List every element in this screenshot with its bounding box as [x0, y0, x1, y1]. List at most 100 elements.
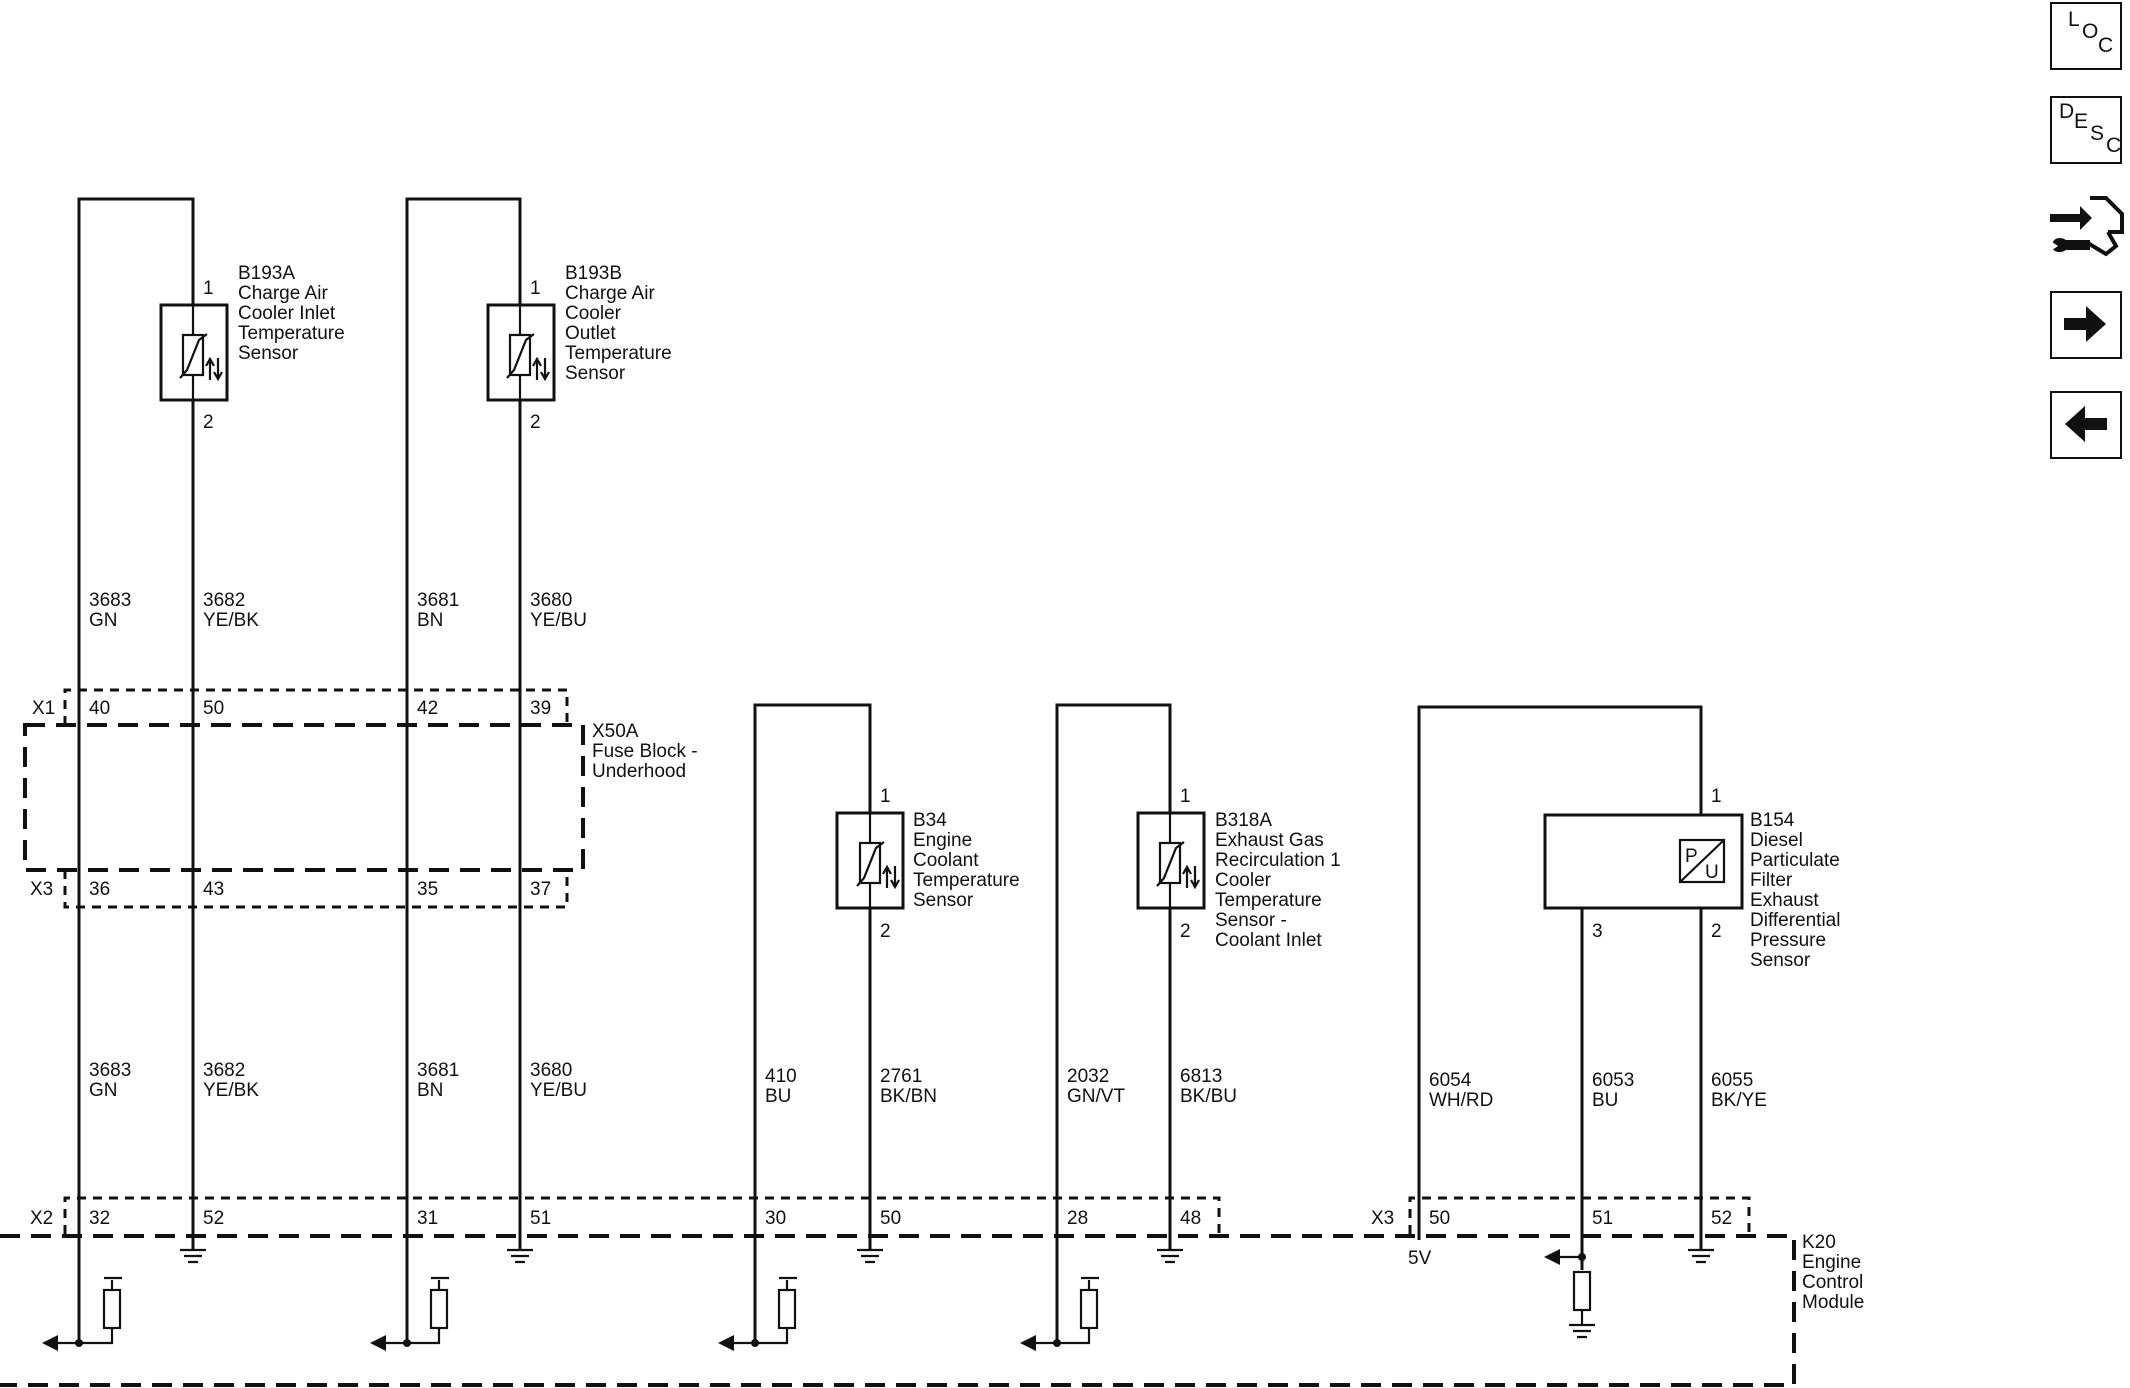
x3-pin: 36 — [89, 879, 110, 900]
b154-pin-1: 1 — [1711, 786, 1722, 807]
wire-labels-lower: 3683 GN 3682 YE/BK 3681 BN 3680 YE/BU 41… — [89, 1060, 1767, 1111]
wire-circuit: 6053 — [1592, 1070, 1634, 1091]
b193b-pin-2: 2 — [530, 412, 541, 433]
x50a-label: X50A Fuse Block - Underhood — [592, 721, 698, 782]
b193b-label: B193B Charge Air Cooler Outlet Temperatu… — [530, 263, 672, 433]
b193a-line-1: Charge Air — [238, 283, 328, 304]
x50a-fuse-block-outline — [23, 723, 585, 872]
desc-letter: E — [2074, 110, 2089, 133]
desc-letter: S — [2090, 122, 2105, 145]
connector-wrench-icon — [2050, 196, 2124, 257]
wire-circuit: 3680 — [530, 1060, 572, 1081]
b318a-pin-2: 2 — [1180, 921, 1191, 942]
ground-symbols — [180, 1248, 1714, 1264]
b154-line-1: Diesel — [1750, 830, 1803, 851]
wire-3683 — [77, 197, 195, 1343]
x3-label: X3 — [30, 879, 53, 900]
b193b-line-0: B193B — [565, 263, 622, 284]
b318a-line-0: B318A — [1215, 810, 1272, 831]
b193a-line-0: B193A — [238, 263, 295, 284]
b318a-line-2: Recirculation 1 — [1215, 850, 1341, 871]
b193b-line-4: Temperature — [565, 343, 672, 364]
b154-line-3: Filter — [1750, 870, 1793, 891]
loc-letter: O — [2082, 20, 2099, 43]
b193a-line-2: Cooler Inlet — [238, 303, 336, 324]
wire-labels-upper: 3683 GN 3682 YE/BK 3681 BN 3680 YE/BU — [89, 590, 587, 631]
b193a-sensor-symbol — [159, 303, 229, 402]
desc-letter: D — [2059, 100, 2075, 123]
x1-connector-outline — [63, 688, 569, 725]
x3-pin: 43 — [203, 879, 224, 900]
b34-line-0: B34 — [913, 810, 947, 831]
arrow-right-icon — [2064, 306, 2106, 342]
wire-color: YE/BK — [203, 610, 259, 631]
b193b-line-3: Outlet — [565, 323, 616, 344]
x50a-line-1: Fuse Block - — [592, 741, 698, 762]
b34-pin-1: 1 — [880, 786, 891, 807]
x2-pin: 28 — [1067, 1208, 1088, 1229]
next-button[interactable] — [2050, 291, 2122, 359]
wire-color: BU — [1592, 1090, 1618, 1111]
wire-circuit: 3680 — [530, 590, 572, 611]
x50a-line-0: X50A — [592, 721, 639, 742]
b193b-line-2: Cooler — [565, 303, 622, 324]
b154-line-6: Pressure — [1750, 930, 1826, 951]
wire-color: WH/RD — [1429, 1090, 1493, 1111]
x1-pin: 50 — [203, 698, 224, 719]
b154-symbol-u: U — [1705, 862, 1719, 883]
b34-line-1: Engine — [913, 830, 972, 851]
previous-button[interactable] — [2050, 391, 2122, 459]
wire-color: BN — [417, 1080, 443, 1101]
five-volt-label: 5V — [1408, 1248, 1432, 1269]
x2-pin: 52 — [203, 1208, 224, 1229]
b193b-sensor-symbol — [486, 303, 556, 402]
connector-wrench-button[interactable] — [2046, 184, 2126, 264]
b34-label: B34 Engine Coolant Temperature Sensor 1 … — [880, 786, 1020, 942]
wire-color: BK/BN — [880, 1086, 937, 1107]
wire-circuit: 3681 — [417, 1060, 459, 1081]
x1-pins: 40 50 42 39 — [89, 698, 551, 719]
b193b-pin-1: 1 — [530, 278, 541, 299]
b154-line-5: Differential — [1750, 910, 1840, 931]
b34-line-4: Sensor — [913, 890, 974, 911]
b154-symbol-p: P — [1685, 846, 1698, 867]
b318a-line-3: Cooler — [1215, 870, 1272, 891]
x3b-pin: 51 — [1592, 1208, 1613, 1229]
wire-circuit: 6055 — [1711, 1070, 1753, 1091]
wire-6054 — [1417, 705, 1703, 1240]
x1-label: X1 — [32, 698, 55, 719]
wire-circuit: 3682 — [203, 1060, 245, 1081]
wire-2032 — [1055, 703, 1172, 1343]
b193a-label: B193A Charge Air Cooler Inlet Temperatur… — [203, 263, 345, 433]
k20-label: K20 Engine Control Module — [1802, 1232, 1864, 1313]
wire-circuit: 410 — [765, 1066, 797, 1087]
wire-410 — [753, 703, 872, 1343]
k20-internal-circuits — [42, 1249, 1595, 1351]
desc-letter: C — [2106, 134, 2122, 157]
x2-pin: 32 — [89, 1208, 110, 1229]
b154-line-0: B154 — [1750, 810, 1795, 831]
x2-connector-outline — [63, 1196, 1221, 1234]
wire-color: GN/VT — [1067, 1086, 1125, 1107]
x2-pin: 50 — [880, 1208, 901, 1229]
loc-button[interactable]: L O C — [2050, 2, 2122, 70]
k20-line-0: K20 — [1802, 1232, 1836, 1253]
wire-color: BK/BU — [1180, 1086, 1237, 1107]
x2-pins: 32 52 31 51 30 50 28 48 — [89, 1208, 1201, 1229]
b154-pin-2: 2 — [1711, 921, 1722, 942]
wire-circuit: 6054 — [1429, 1070, 1472, 1091]
b154-label: B154 Diesel Particulate Filter Exhaust D… — [1592, 786, 1840, 971]
wire-color: BU — [765, 1086, 791, 1107]
b154-line-4: Exhaust — [1750, 890, 1819, 911]
arrow-left-icon — [2065, 406, 2107, 442]
desc-button[interactable]: D E S C — [2050, 96, 2122, 164]
b34-line-3: Temperature — [913, 870, 1020, 891]
b318a-line-6: Coolant Inlet — [1215, 930, 1322, 951]
b318a-line-4: Temperature — [1215, 890, 1322, 911]
x1-pin: 42 — [417, 698, 438, 719]
k20-line-2: Control — [1802, 1272, 1863, 1293]
wire-circuit: 2032 — [1067, 1066, 1109, 1087]
x1-pin: 40 — [89, 698, 110, 719]
x2-label: X2 — [30, 1208, 53, 1229]
